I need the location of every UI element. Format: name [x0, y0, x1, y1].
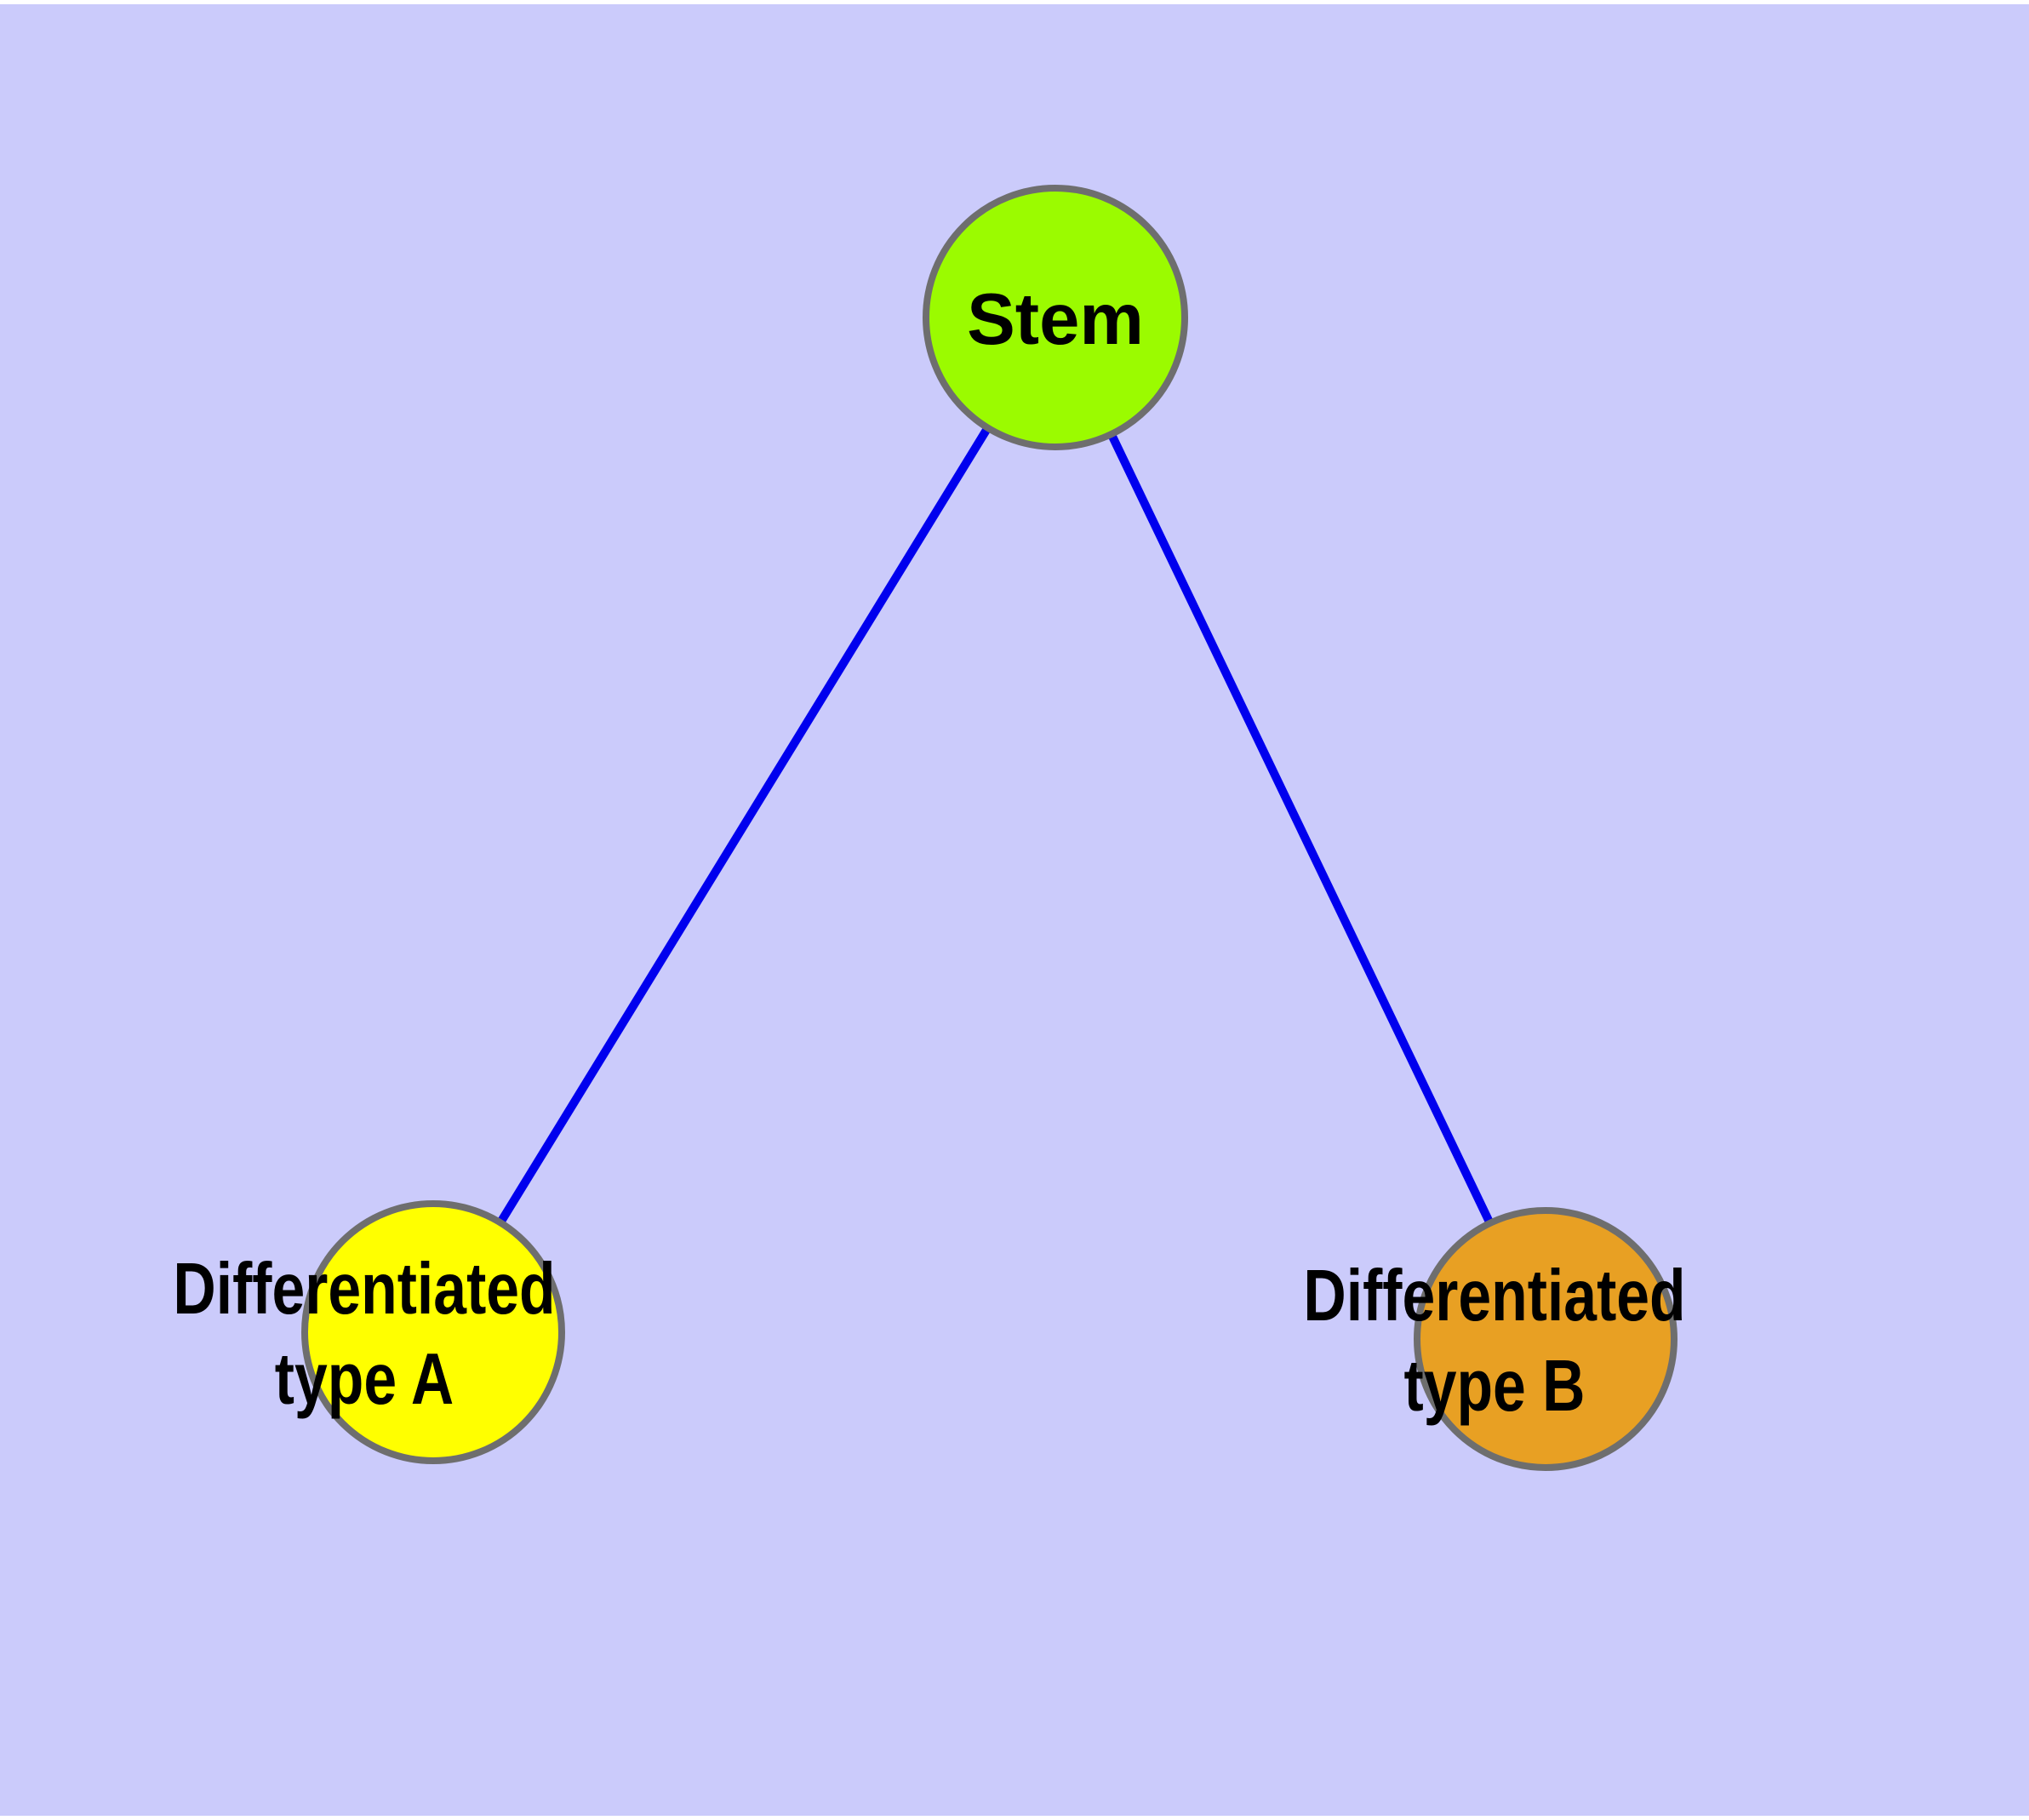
node-type-b-label-line1: Differentiated	[1303, 1256, 1686, 1336]
node-type-a-label-line2: type A	[274, 1339, 454, 1420]
node-type-b	[1414, 1207, 1677, 1471]
edge-stem-to-type-b	[1051, 315, 1550, 1342]
node-type-b-label: Differentiated type B	[1303, 1251, 1685, 1432]
node-type-a	[301, 1200, 565, 1464]
edge-stem-to-type-a	[429, 315, 1060, 1335]
node-stem-label: Stem	[967, 275, 1144, 365]
node-stem-label-line: Stem	[967, 279, 1144, 360]
node-type-a-label: Differentiated type A	[173, 1245, 555, 1425]
node-stem	[923, 185, 1188, 450]
node-type-b-label-line2: type B	[1403, 1346, 1586, 1427]
top-border-strip	[0, 0, 2029, 4]
node-type-a-label-line1: Differentiated	[173, 1249, 556, 1330]
bottom-border-strip	[0, 1816, 2029, 1820]
